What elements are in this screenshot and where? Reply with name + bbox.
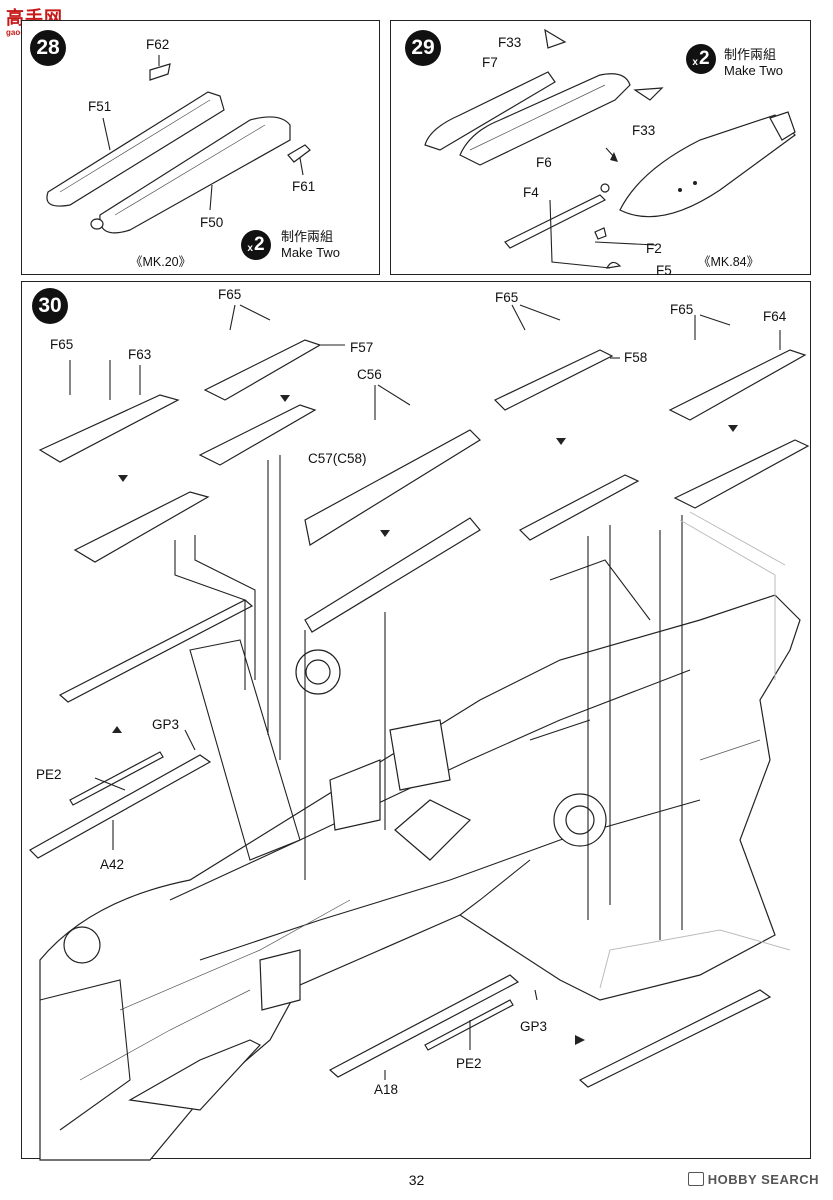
- make-two-english: Make Two: [281, 245, 341, 261]
- make-two-chinese: 制作兩組: [281, 229, 334, 244]
- page-number: 32: [408, 1172, 425, 1188]
- label-a18: A18: [374, 1082, 399, 1097]
- label-pe2-bottom: PE2: [456, 1056, 482, 1071]
- step-28-panel: [21, 20, 380, 275]
- label-f64: F64: [763, 309, 787, 324]
- pylon-c57-drawing: [304, 429, 481, 546]
- label-gp3-left: GP3: [152, 717, 180, 732]
- label-c56: C56: [357, 367, 382, 382]
- label-f2: F2: [646, 241, 662, 256]
- label-f63: F63: [128, 347, 152, 362]
- label-leaders: [69, 304, 781, 1080]
- label-f4: F4: [523, 185, 539, 200]
- label-f33-top: F33: [498, 35, 522, 50]
- rail-left-drawing: [58, 599, 254, 703]
- caption-mk20: 《MK.20》: [130, 255, 192, 269]
- label-f65-a: F65: [50, 337, 74, 352]
- rail-bottom-drawing: [328, 974, 520, 1078]
- make-two-english: Make Two: [724, 63, 784, 79]
- label-c57-c58: C57(C58): [308, 451, 367, 466]
- hobby-search-icon: [687, 1172, 704, 1186]
- make-two-chinese: 制作兩組: [724, 47, 777, 62]
- make-two-note: 制作兩組 Make Two: [281, 229, 340, 262]
- label-f33-right: F33: [632, 123, 656, 138]
- label-a42: A42: [100, 857, 125, 872]
- label-f61: F61: [292, 179, 316, 194]
- hobby-search-watermark: HOBBY SEARCH: [687, 1172, 819, 1187]
- label-f65-d: F65: [670, 302, 694, 317]
- direction-arrows: [112, 395, 738, 1045]
- label-f57: F57: [350, 340, 374, 355]
- alignment-lines: [174, 455, 791, 989]
- caption-mk84: 《MK.84》: [698, 255, 760, 269]
- mk84-bomb-drawing: [424, 28, 796, 269]
- pylon-f57-drawing: [203, 339, 322, 401]
- mk20-bomb-drawing: [46, 55, 311, 234]
- pylon-f63-drawing: [38, 394, 180, 463]
- label-f6: F6: [536, 155, 552, 170]
- pylon-f58-drawing: [493, 349, 614, 411]
- step-30-number: 30: [32, 288, 68, 324]
- label-f50: F50: [200, 215, 224, 230]
- pylon-f64-drawing: [668, 349, 807, 421]
- label-f51: F51: [88, 99, 112, 114]
- label-f65-c: F65: [495, 290, 519, 305]
- label-f58: F58: [624, 350, 648, 365]
- step-28-number: 28: [30, 30, 66, 66]
- label-f7: F7: [482, 55, 498, 70]
- label-pe2-left: PE2: [36, 767, 62, 782]
- label-f62: F62: [146, 37, 170, 52]
- make-two-note: 制作兩組 Make Two: [724, 47, 783, 80]
- label-gp3-bottom: GP3: [520, 1019, 548, 1034]
- label-f65-b: F65: [218, 287, 242, 302]
- label-f5: F5: [656, 263, 672, 278]
- step-29-number: 29: [405, 30, 441, 66]
